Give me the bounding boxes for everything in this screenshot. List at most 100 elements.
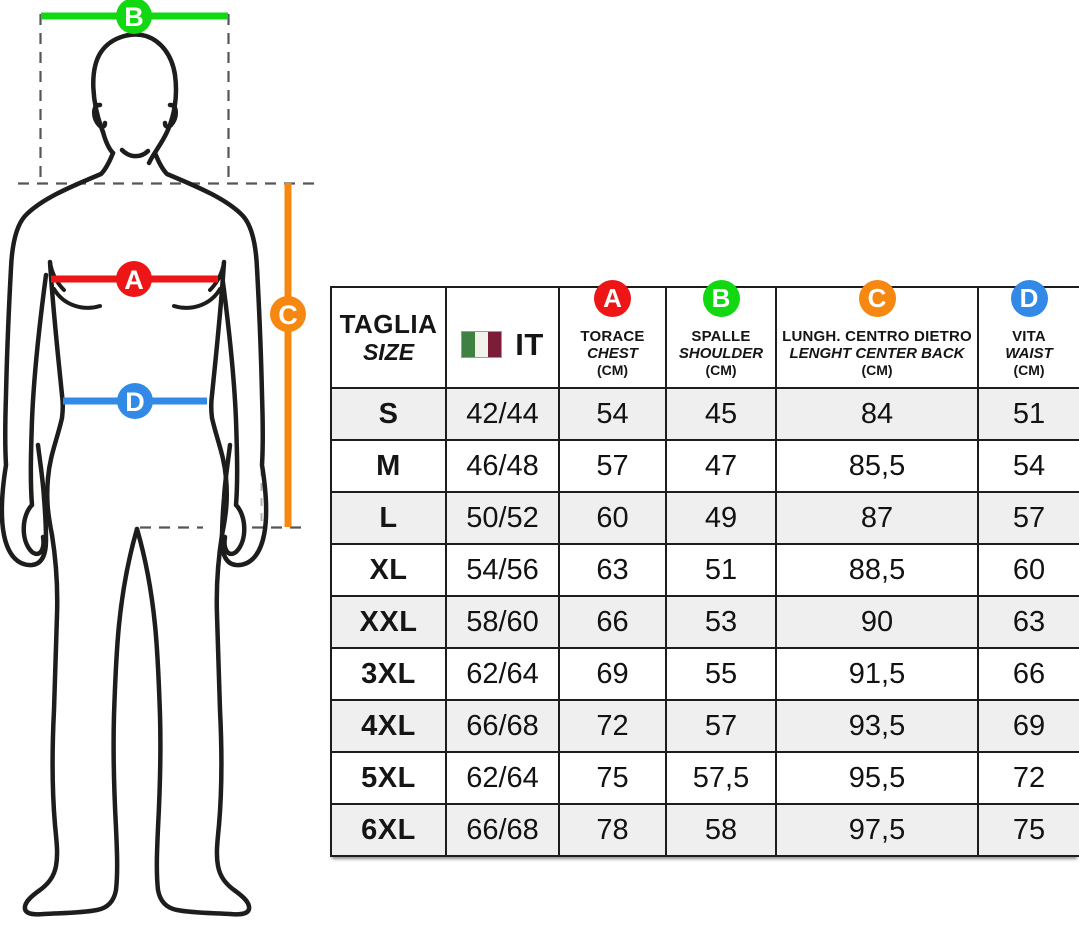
shoulder-cell: 57 xyxy=(665,699,777,753)
it-size-cell: 66/68 xyxy=(445,699,560,753)
marker-c-badge: C xyxy=(858,279,896,317)
back-length-label-en: LENGHT CENTER BACK xyxy=(789,344,965,362)
table-row: XXL 58/60 66 53 90 63 xyxy=(330,595,1079,649)
marker-d-badge: D xyxy=(1010,279,1048,317)
chest-cell: 69 xyxy=(558,647,667,701)
body-outline-figure xyxy=(0,32,269,917)
chest-column-header: A TORACE CHEST (CM) xyxy=(558,279,667,389)
left-arm-outline xyxy=(0,150,116,568)
table-row: 6XL 66/68 78 58 97,5 75 xyxy=(330,803,1079,857)
back-length-cell: 95,5 xyxy=(775,751,979,805)
waist-column-header: D VITA WAIST (CM) xyxy=(977,279,1079,389)
left-inner-arm xyxy=(21,272,49,557)
waist-unit: (CM) xyxy=(1013,361,1045,378)
waist-label-it: VITA xyxy=(1012,327,1046,345)
shoulder-cell: 45 xyxy=(665,387,777,441)
back-length-label-it: LUNGH. CENTRO DIETRO xyxy=(782,327,972,345)
shoulder-cell: 47 xyxy=(665,439,777,493)
it-size-cell: 62/64 xyxy=(445,647,560,701)
back-length-cell: 93,5 xyxy=(775,699,979,753)
it-size-cell: 54/56 xyxy=(445,543,560,597)
waist-cell: 75 xyxy=(977,803,1079,857)
back-length-column-header: C LUNGH. CENTRO DIETRO LENGHT CENTER BAC… xyxy=(775,279,979,389)
right-armpit-fold xyxy=(208,260,226,292)
marker-a-letter: A xyxy=(124,265,144,295)
table-row: XL 54/56 63 51 88,5 60 xyxy=(330,543,1079,597)
size-cell: M xyxy=(330,439,447,493)
dashed-guides xyxy=(18,14,320,529)
chest-cell: 57 xyxy=(558,439,667,493)
right-ear xyxy=(162,102,178,129)
left-ear xyxy=(92,102,108,129)
size-cell: 3XL xyxy=(330,647,447,701)
it-size-cell: 42/44 xyxy=(445,387,560,441)
size-cell: 4XL xyxy=(330,699,447,753)
marker-d-badge xyxy=(117,383,153,419)
chest-cell: 72 xyxy=(558,699,667,753)
marker-b-badge: B xyxy=(702,279,740,317)
mouth xyxy=(119,147,151,159)
right-torso-leg xyxy=(134,259,252,917)
marker-d-letter: D xyxy=(125,387,145,417)
shoulder-cell: 57,5 xyxy=(665,751,777,805)
size-column-header: TAGLIA SIZE xyxy=(330,286,447,389)
marker-c-badge xyxy=(270,296,306,332)
chest-cell: 66 xyxy=(558,595,667,649)
waist-cell: 54 xyxy=(977,439,1079,493)
chest-cell: 54 xyxy=(558,387,667,441)
table-row: L 50/52 60 49 87 57 xyxy=(330,491,1079,545)
back-length-cell: 97,5 xyxy=(775,803,979,857)
right-inner-arm xyxy=(219,272,247,557)
size-cell: 6XL xyxy=(330,803,447,857)
size-cell: XXL xyxy=(330,595,447,649)
marker-a-badge: A xyxy=(594,279,631,317)
it-size-cell: 50/52 xyxy=(445,491,560,545)
shoulder-cell: 51 xyxy=(665,543,777,597)
size-cell: L xyxy=(330,491,447,545)
shoulder-cell: 55 xyxy=(665,647,777,701)
waist-label-en: WAIST xyxy=(1005,344,1053,362)
left-torso-leg xyxy=(22,259,140,917)
measurement-markers: B C A D xyxy=(41,0,306,527)
back-length-cell: 90 xyxy=(775,595,979,649)
chest-cell: 60 xyxy=(558,491,667,545)
waist-cell: 57 xyxy=(977,491,1079,545)
it-column-header: IT xyxy=(445,286,560,389)
chest-label-en: CHEST xyxy=(587,344,638,362)
right-arm-outline xyxy=(152,150,269,568)
back-length-cell: 87 xyxy=(775,491,979,545)
it-size-cell: 62/64 xyxy=(445,751,560,805)
shoulder-cell: 53 xyxy=(665,595,777,649)
waist-cell: 60 xyxy=(977,543,1079,597)
italy-flag-icon xyxy=(461,331,503,358)
table-row: 3XL 62/64 69 55 91,5 66 xyxy=(330,647,1079,701)
shoulder-label-en: SHOULDER xyxy=(678,344,764,362)
head-outline xyxy=(91,32,179,166)
shoulder-label-it: SPALLE xyxy=(691,327,751,345)
table-row: 5XL 62/64 75 57,5 95,5 72 xyxy=(330,751,1079,805)
country-code: IT xyxy=(515,326,544,362)
marker-b-badge xyxy=(116,0,152,34)
size-cell: S xyxy=(330,387,447,441)
size-cell: 5XL xyxy=(330,751,447,805)
shoulder-unit: (CM) xyxy=(705,361,737,378)
waist-cell: 66 xyxy=(977,647,1079,701)
left-jaw xyxy=(100,129,116,156)
back-length-cell: 85,5 xyxy=(775,439,979,493)
size-label-it: TAGLIA xyxy=(339,308,438,339)
table-row: 4XL 66/68 72 57 93,5 69 xyxy=(330,699,1079,753)
left-pec-curve xyxy=(52,287,102,310)
waist-cell: 69 xyxy=(977,699,1079,753)
chest-cell: 75 xyxy=(558,751,667,805)
waist-cell: 51 xyxy=(977,387,1079,441)
size-label-en: SIZE xyxy=(362,338,415,365)
it-size-cell: 58/60 xyxy=(445,595,560,649)
waist-cell: 72 xyxy=(977,751,1079,805)
shoulder-column-header: B SPALLE SHOULDER (CM) xyxy=(665,279,777,389)
size-table-container: TAGLIA SIZE IT A TORACE xyxy=(330,279,1079,857)
chest-unit: (CM) xyxy=(596,361,629,378)
back-length-cell: 88,5 xyxy=(775,543,979,597)
back-length-cell: 84 xyxy=(775,387,979,441)
it-size-cell: 46/48 xyxy=(445,439,560,493)
